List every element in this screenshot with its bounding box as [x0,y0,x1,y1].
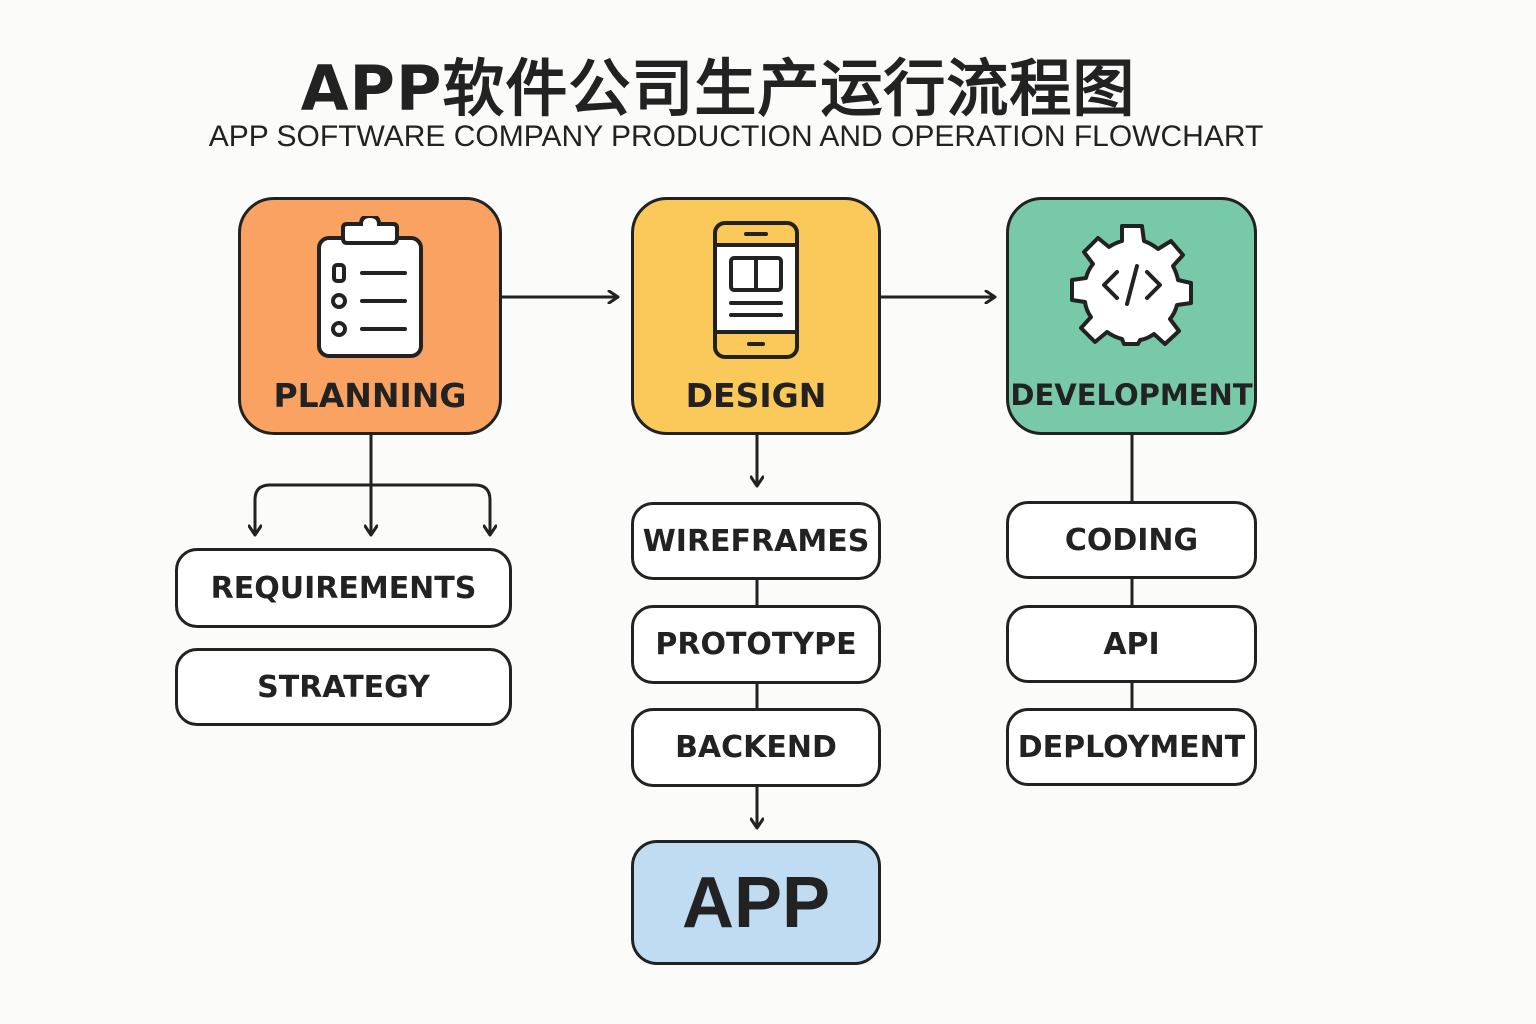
stage-development[interactable]: DEVELOPMENT [1006,197,1257,435]
title-chinese: APP软件公司生产运行流程图 [300,52,1136,125]
planning-branch-left [255,483,371,535]
substep-wireframes[interactable]: WIREFRAMES [631,502,881,580]
substep-prototype[interactable]: PROTOTYPE [631,605,881,684]
stage-label-design: DESIGN [685,376,827,415]
stage-label-development: DEVELOPMENT [1010,378,1253,412]
gear-code-icon [1069,224,1193,346]
smartphone-icon [713,221,799,359]
substep-api[interactable]: API [1006,605,1257,683]
substep-backend[interactable]: BACKEND [631,708,881,787]
stage-planning[interactable]: PLANNING [238,197,502,435]
substep-coding[interactable]: CODING [1006,501,1257,579]
substep-deployment[interactable]: DEPLOYMENT [1006,708,1257,786]
substep-requirements[interactable]: REQUIREMENTS [175,548,512,628]
planning-branch-right [371,483,490,535]
clipboard-checklist-icon [317,216,423,358]
stage-label-planning: PLANNING [273,376,467,415]
title-english: APP SOFTWARE COMPANY PRODUCTION AND OPER… [208,120,1264,153]
output-app[interactable]: APP [631,840,881,965]
substep-strategy[interactable]: STRATEGY [175,648,512,726]
stage-design[interactable]: DESIGN [631,197,881,435]
